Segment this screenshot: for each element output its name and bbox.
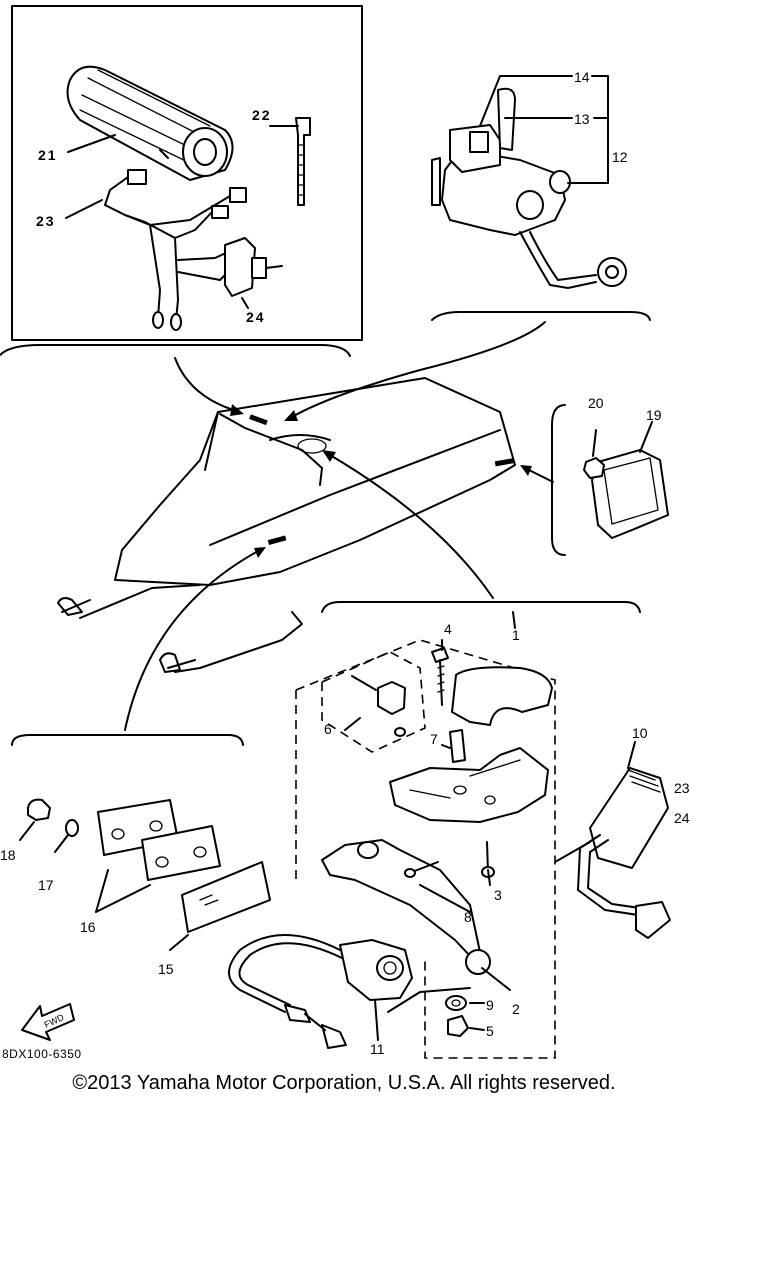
snowmobile-hood [57,377,516,673]
callout-19: 19 [646,407,662,423]
callout-24: 24 [246,309,266,325]
callout-16: 16 [80,919,96,935]
fwd-arrow-icon [21,1003,75,1041]
callout-18: 18 [0,847,16,863]
inset-reflector: 20 19 [551,395,669,556]
callout-6: 6 [324,721,332,737]
inset-throttle-housing: 14 13 12 [431,69,651,321]
warmer-switch [224,237,283,297]
callout-5: 5 [486,1023,494,1039]
callout-2: 2 [512,1001,520,1017]
callout-13: 13 [574,111,590,127]
callout-7: 7 [430,731,438,747]
diagram-code: 8DX100-6350 [2,1047,82,1061]
inset-brake-lever-assembly: 1 4 6 7 10 23 24 3 8 2 9 5 11 [228,601,690,1059]
callout-24-relay: 24 [674,810,690,826]
heated-grip [66,65,234,181]
callout-3: 3 [494,887,502,903]
callout-12: 12 [612,149,628,165]
callout-9: 9 [486,997,494,1013]
callout-15: 15 [158,961,174,977]
callout-22: 22 [252,107,272,123]
callout-14: 14 [574,69,590,85]
inset-plates: 18 17 16 15 FWD [0,734,271,1041]
callout-4: 4 [444,621,452,637]
connector-arrows [124,321,554,731]
callout-11: 11 [370,1041,385,1057]
callout-1: 1 [512,627,520,643]
copyright-notice: ©2013 Yamaha Motor Corporation, U.S.A. A… [72,1072,616,1094]
callout-23: 23 [36,213,56,229]
callout-20: 20 [588,395,604,411]
callout-8: 8 [464,909,472,925]
callout-23-relay: 23 [674,780,690,796]
callout-17: 17 [38,877,54,893]
cable-band [295,117,311,206]
inset-grip-warmer-kit: 21 23 22 24 [0,5,363,357]
callout-21: 21 [38,147,58,163]
callout-10: 10 [632,725,648,741]
wire-harness [104,169,247,331]
